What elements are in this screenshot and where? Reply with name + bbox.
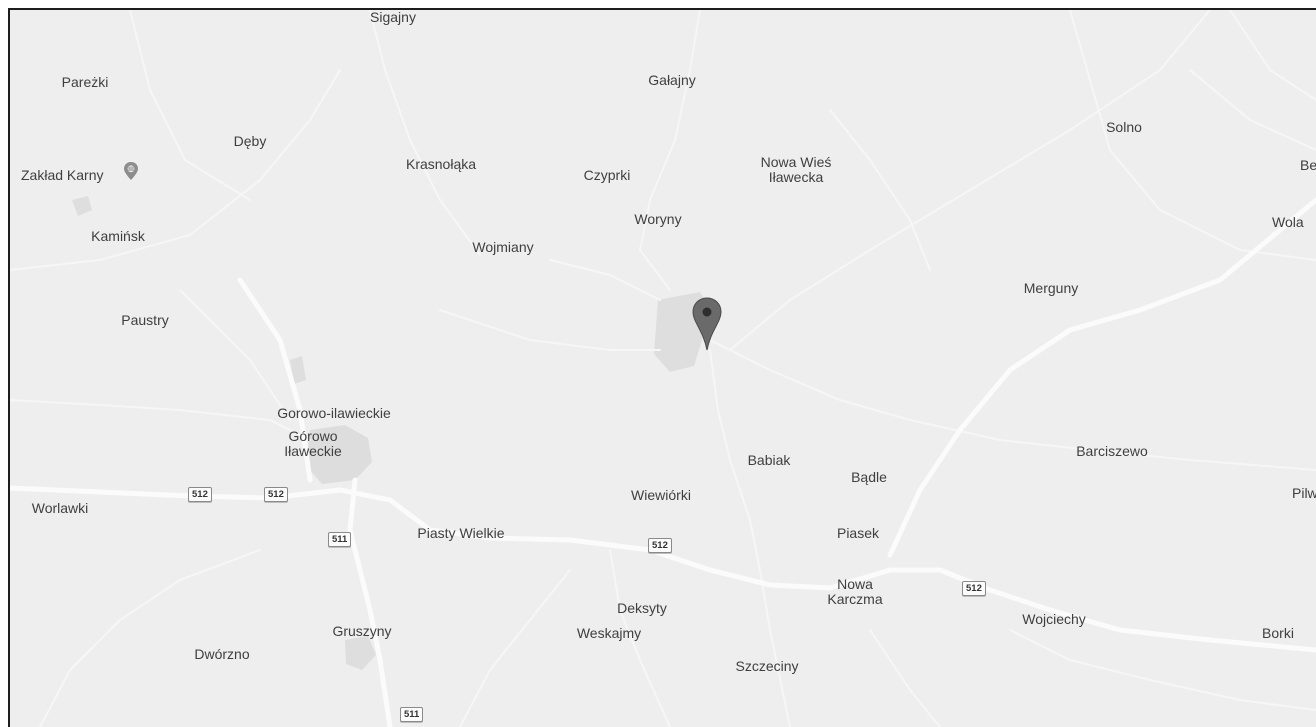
place-label-gorowo-ilawieckie: Gorowo-ilawieckie (277, 405, 391, 421)
built-up-area-kaminsk (72, 196, 92, 216)
place-label-czyprki: Czyprki (583, 167, 631, 183)
place-label-paustry: Paustry (121, 312, 169, 328)
place-label-piasek: Piasek (836, 525, 880, 541)
place-label-woryny: Woryny (634, 211, 682, 227)
road-shield-512: 512 (188, 487, 212, 502)
built-up-area-wojmiany (290, 356, 306, 384)
road-shield-512: 512 (264, 487, 288, 502)
place-label-krasnolaka: Krasnołąka (405, 156, 477, 172)
place-label-parezki: Pareżki (61, 74, 109, 90)
place-label-deksyty: Deksyty (617, 600, 667, 616)
map-canvas[interactable]: Sigajny Pareżki Gałajny Solno Dęby Krasn… (8, 8, 1316, 727)
place-label-dworzno: Dwórzno (194, 646, 250, 662)
place-label-galajny: Gałajny (648, 72, 696, 88)
place-label-wola: Wola (1272, 214, 1304, 230)
prison-poi-icon[interactable] (121, 161, 141, 181)
place-label-worlawki: Worlawki (31, 500, 89, 516)
place-label-weskajmy: Weskajmy (576, 625, 642, 641)
road-shield-511: 511 (328, 532, 352, 547)
place-label-borki: Borki (1262, 625, 1294, 641)
place-label-nowa-karczma: Nowa Karczma (827, 576, 883, 607)
place-label-be: Be (1300, 157, 1316, 173)
place-label-gruszyny: Gruszyny (332, 623, 392, 639)
place-label-nowa-wies-ilawecka: Nowa Wieś Iławecka (760, 154, 832, 185)
location-pin-icon[interactable] (691, 297, 723, 351)
place-label-merguny: Merguny (1023, 280, 1079, 296)
road-shield-512: 512 (648, 538, 672, 553)
road-north (237, 277, 313, 483)
road-511 (347, 477, 393, 727)
place-label-pilw: Pilw (1292, 485, 1316, 501)
place-label-kaminsk: Kamińsk (91, 228, 145, 244)
place-label-wojciechy: Wojciechy (1022, 611, 1086, 627)
road-shield-511: 511 (400, 707, 424, 722)
place-label-solno: Solno (1106, 119, 1142, 135)
built-up-area-gorowo (306, 425, 372, 484)
place-label-deby: Dęby (233, 133, 267, 149)
road-shield-512: 512 (962, 581, 986, 596)
built-up-area-gruszyny (345, 636, 376, 670)
road-512 (10, 485, 1316, 653)
place-label-sigajny: Sigajny (370, 9, 416, 25)
road-network (10, 10, 1316, 727)
place-label-piasty-wielkie: Piasty Wielkie (417, 525, 505, 541)
place-label-szczeciny: Szczeciny (735, 658, 799, 674)
place-label-badle: Bądle (851, 469, 887, 485)
place-label-babiak: Babiak (747, 452, 791, 468)
place-label-gorowo-ilaweckie: Górowo Iławeckie (284, 428, 342, 459)
place-label-barciszewo: Barciszewo (1076, 443, 1148, 459)
place-label-wiewiorki: Wiewiórki (631, 487, 691, 503)
place-label-wojmiany: Wojmiany (472, 239, 534, 255)
poi-label-zaklad-karny[interactable]: Zakład Karny (21, 167, 104, 183)
road-east (887, 197, 1316, 558)
